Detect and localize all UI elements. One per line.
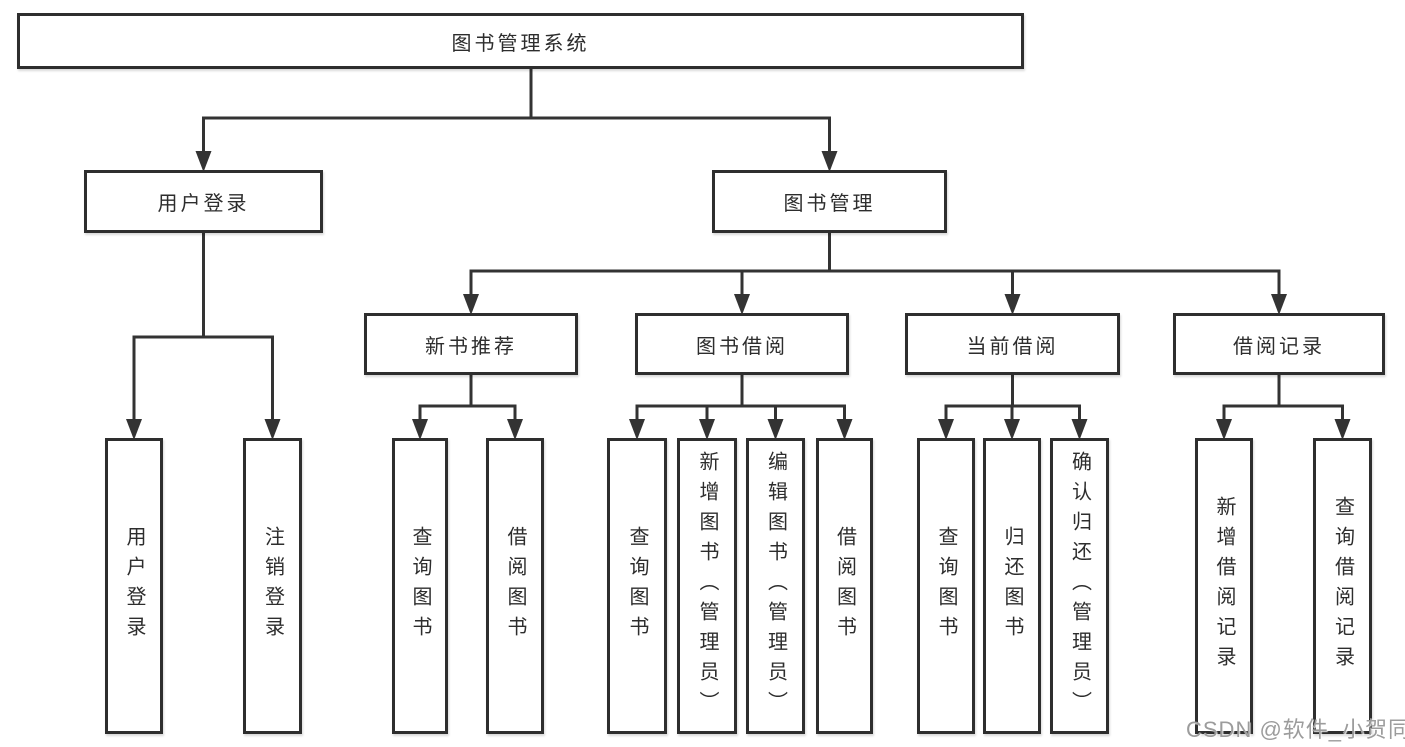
node-borrowing-records: 借阅记录 — [1173, 313, 1385, 375]
node-label: 借阅记录 — [1233, 335, 1325, 358]
node-label: 用户登录 — [123, 526, 145, 646]
node-edit-book-admin: 编辑图书（管理员） — [746, 438, 805, 734]
node-current-borrowing: 当前借阅 — [905, 313, 1120, 375]
node-add-borrow-record: 新增借阅记录 — [1195, 438, 1253, 734]
node-label: 当前借阅 — [966, 335, 1059, 358]
node-label: 新书推荐 — [425, 335, 517, 358]
node-label: 图书借阅 — [696, 335, 788, 358]
node-label: 借阅图书 — [504, 526, 526, 646]
node-return-books: 归还图书 — [983, 438, 1041, 734]
node-label: 注销登录 — [261, 526, 284, 646]
node-label: 查询图书 — [409, 526, 431, 646]
node-logout-login: 注销登录 — [243, 438, 302, 734]
node-label: 图书管理 — [783, 193, 876, 215]
node-label: 查询图书 — [935, 526, 957, 646]
node-add-book-admin: 新增图书（管理员） — [677, 438, 737, 734]
node-query-books-current: 查询图书 — [917, 438, 975, 734]
watermark: CSDN @软件_小贺同学 — [1186, 717, 1405, 742]
node-book-borrowing: 图书借阅 — [635, 313, 849, 375]
node-confirm-return-admin: 确认归还（管理员） — [1050, 438, 1109, 734]
node-label: 图书管理系统 — [451, 32, 590, 55]
node-label: 借阅图书 — [833, 526, 856, 646]
node-user-login: 用户登录 — [105, 438, 163, 734]
node-label: 归还图书 — [1001, 526, 1023, 646]
node-user-login-branch: 用户登录 — [84, 170, 323, 233]
node-label: 新增图书（管理员） — [696, 451, 718, 721]
node-query-borrow-record: 查询借阅记录 — [1313, 438, 1372, 734]
node-library-system: 图书管理系统 — [17, 13, 1024, 69]
node-borrow-books-recommend: 借阅图书 — [486, 438, 544, 734]
node-label: 新增借阅记录 — [1213, 496, 1235, 676]
node-borrow-books: 借阅图书 — [816, 438, 873, 734]
node-label: 用户登录 — [157, 193, 250, 215]
node-label: 编辑图书（管理员） — [764, 451, 787, 721]
node-query-books-borrow: 查询图书 — [607, 438, 667, 734]
node-query-books-recommend: 查询图书 — [392, 438, 448, 734]
node-new-book-recommendation: 新书推荐 — [364, 313, 578, 375]
node-label: 确认归还（管理员） — [1068, 451, 1091, 721]
node-book-management: 图书管理 — [712, 170, 947, 233]
node-label: 查询借阅记录 — [1331, 496, 1354, 676]
node-label: 查询图书 — [626, 526, 648, 646]
